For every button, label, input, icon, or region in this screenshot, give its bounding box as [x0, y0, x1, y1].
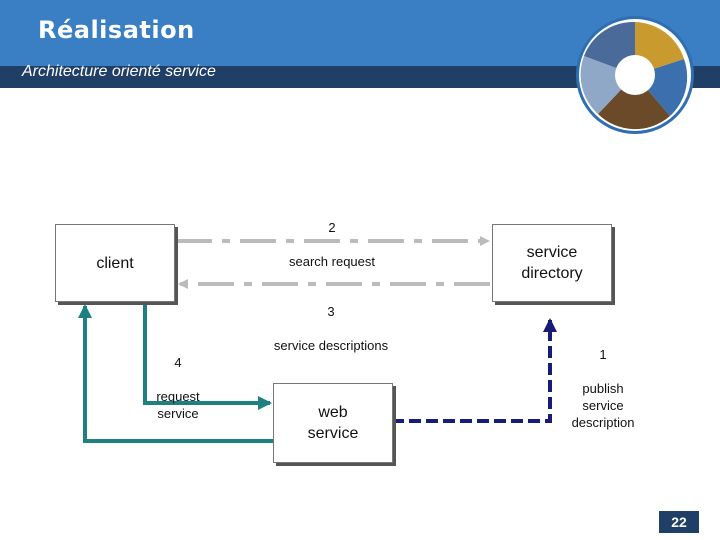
label-text: service descriptions — [273, 338, 389, 353]
label-request-service: 4 request service — [140, 337, 216, 422]
edge-publish — [392, 318, 557, 423]
client-box: client — [55, 224, 175, 302]
label-text: request service — [156, 389, 200, 421]
label-num: 3 — [327, 304, 335, 319]
label-text: search request — [289, 254, 375, 269]
service-directory-label: service directory — [521, 244, 583, 282]
web-service-label: web service — [307, 404, 359, 442]
edge-response — [78, 304, 273, 443]
page-number: 22 — [659, 511, 699, 533]
slide-subtitle: Architecture orienté service — [22, 63, 216, 80]
label-search-request: 2 search request — [262, 202, 402, 270]
service-directory-box: service directory — [492, 224, 612, 302]
subtitle-band — [0, 66, 720, 88]
slide-title: Réalisation — [38, 16, 195, 44]
label-num: 4 — [174, 355, 182, 370]
globe-logo-icon — [576, 16, 694, 134]
label-num: 2 — [328, 220, 336, 235]
web-service-box: web service — [273, 383, 393, 463]
label-text: publish service description — [571, 381, 635, 430]
label-service-descriptions: 3 service descriptions — [252, 286, 410, 354]
label-num: 1 — [599, 347, 607, 362]
edge-request-service — [143, 302, 272, 410]
label-publish: 1 publish service description — [558, 329, 648, 431]
client-label: client — [96, 254, 134, 272]
